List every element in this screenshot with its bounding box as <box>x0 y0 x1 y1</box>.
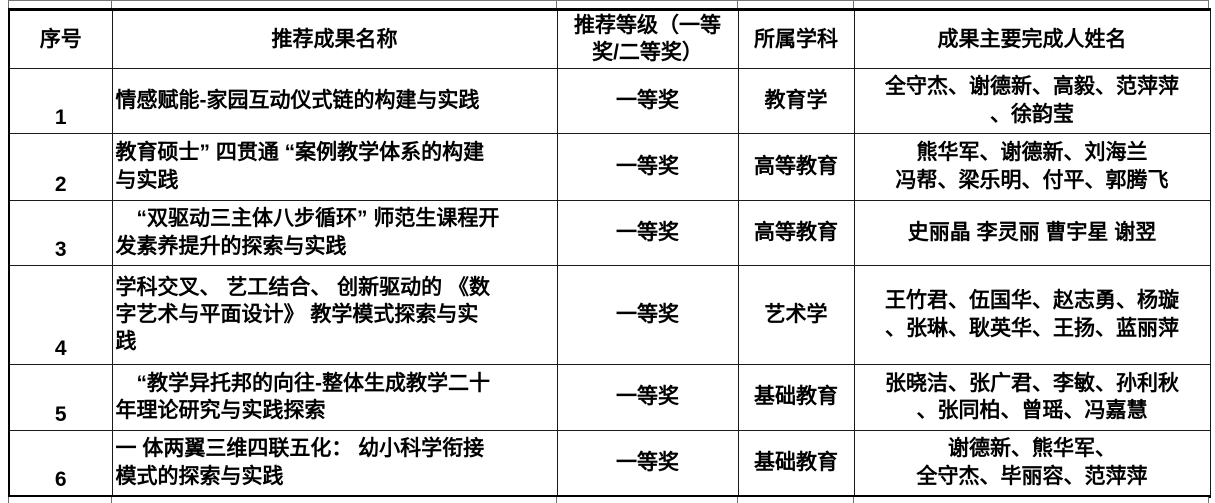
table-header-row: 序号 推荐成果名称 推荐等级（一等 奖/二等奖） 所属学科 成果主要完成人姓名 <box>8 9 1211 69</box>
authors-cell: 熊华军、谢德新、刘海兰 冯帮、梁乐明、付平、郭腾飞 <box>853 132 1211 201</box>
table-row: 4 学科交叉、 艺工结合、 创新驱动的 《数 字艺术与平面设计》 教学模式探索与… <box>8 264 1211 365</box>
table-row: 3 “双驱动三主体八步循环” 师范生课程开 发素养提升的探索与实践 一等奖 高等… <box>8 199 1211 266</box>
column-divider <box>111 1 112 9</box>
authors-cell: 王竹君、伍国华、赵志勇、杨璇 、张琳、耿英华、王扬、蓝丽萍 <box>853 264 1211 365</box>
row-number-cell: 5 <box>8 363 113 431</box>
award-grade-cell: 一等奖 <box>556 199 739 266</box>
column-divider <box>556 497 557 503</box>
header-subject: 所属学科 <box>737 9 855 69</box>
subject-cell: 艺术学 <box>737 264 855 365</box>
table-cutoff-row-top <box>8 0 1209 9</box>
award-grade-cell: 一等奖 <box>556 363 739 431</box>
header-award-grade: 推荐等级（一等 奖/二等奖） <box>556 9 739 69</box>
award-grade-cell: 一等奖 <box>556 132 739 201</box>
column-divider <box>8 497 9 503</box>
table-row: 2 教育硕士” 四贯通 “案例教学体系的构建 与实践 一等奖 高等教育 熊华军、… <box>8 132 1211 201</box>
award-grade-cell: 一等奖 <box>556 429 739 497</box>
column-divider <box>1208 1 1209 9</box>
header-achievement-name: 推荐成果名称 <box>111 9 558 69</box>
column-divider <box>111 497 112 503</box>
column-divider <box>556 1 557 9</box>
table-cutoff-row-bottom <box>8 497 1209 503</box>
subject-cell: 基础教育 <box>737 429 855 497</box>
column-divider <box>737 497 738 503</box>
achievement-name-cell: “双驱动三主体八步循环” 师范生课程开 发素养提升的探索与实践 <box>111 199 558 266</box>
subject-cell: 基础教育 <box>737 363 855 431</box>
subject-cell: 高等教育 <box>737 199 855 266</box>
table-row: 6 一 体两翼三维四联五化： 幼小科学衔接 模式的探索与实践 一等奖 基础教育 … <box>8 429 1211 497</box>
subject-cell: 高等教育 <box>737 132 855 201</box>
award-grade-cell: 一等奖 <box>556 264 739 365</box>
column-divider <box>737 1 738 9</box>
achievement-name-cell: 学科交叉、 艺工结合、 创新驱动的 《数 字艺术与平面设计》 教学模式探索与实 … <box>111 264 558 365</box>
achievement-name-cell: 教育硕士” 四贯通 “案例教学体系的构建 与实践 <box>111 132 558 201</box>
achievement-name-cell: 一 体两翼三维四联五化： 幼小科学衔接 模式的探索与实践 <box>111 429 558 497</box>
row-number-cell: 3 <box>8 199 113 266</box>
column-divider <box>1208 497 1209 503</box>
column-divider <box>853 1 854 9</box>
table-row: 1 情感赋能-家园互动仪式链的构建与实践 一等奖 教育学 全守杰、谢德新、高毅、… <box>8 67 1211 134</box>
authors-cell: 谢德新、熊华军、 全守杰、毕丽容、范萍萍 <box>853 429 1211 497</box>
recommended-achievements-table: 序号 推荐成果名称 推荐等级（一等 奖/二等奖） 所属学科 成果主要完成人姓名 … <box>8 8 1211 498</box>
row-number-cell: 2 <box>8 132 113 201</box>
table-row: 5 “教学异托邦的向往-整体生成教学二十 年理论研究与实践探索 一等奖 基础教育… <box>8 363 1211 431</box>
achievement-name-cell: “教学异托邦的向往-整体生成教学二十 年理论研究与实践探索 <box>111 363 558 431</box>
subject-cell: 教育学 <box>737 67 855 134</box>
row-number-cell: 6 <box>8 429 113 497</box>
row-number-cell: 4 <box>8 264 113 365</box>
authors-cell: 全守杰、谢德新、高毅、范萍萍 、徐韵莹 <box>853 67 1211 134</box>
authors-cell: 史丽晶 李灵丽 曹宇星 谢翌 <box>853 199 1211 266</box>
award-grade-cell: 一等奖 <box>556 67 739 134</box>
row-number-cell: 1 <box>8 67 113 134</box>
header-serial-number: 序号 <box>8 9 113 69</box>
column-divider <box>853 497 854 503</box>
achievement-name-cell: 情感赋能-家园互动仪式链的构建与实践 <box>111 67 558 134</box>
authors-cell: 张晓洁、张广君、李敏、孙利秋 、张同柏、曾瑶、冯嘉慧 <box>853 363 1211 431</box>
header-main-authors: 成果主要完成人姓名 <box>853 9 1211 69</box>
column-divider <box>8 1 9 9</box>
